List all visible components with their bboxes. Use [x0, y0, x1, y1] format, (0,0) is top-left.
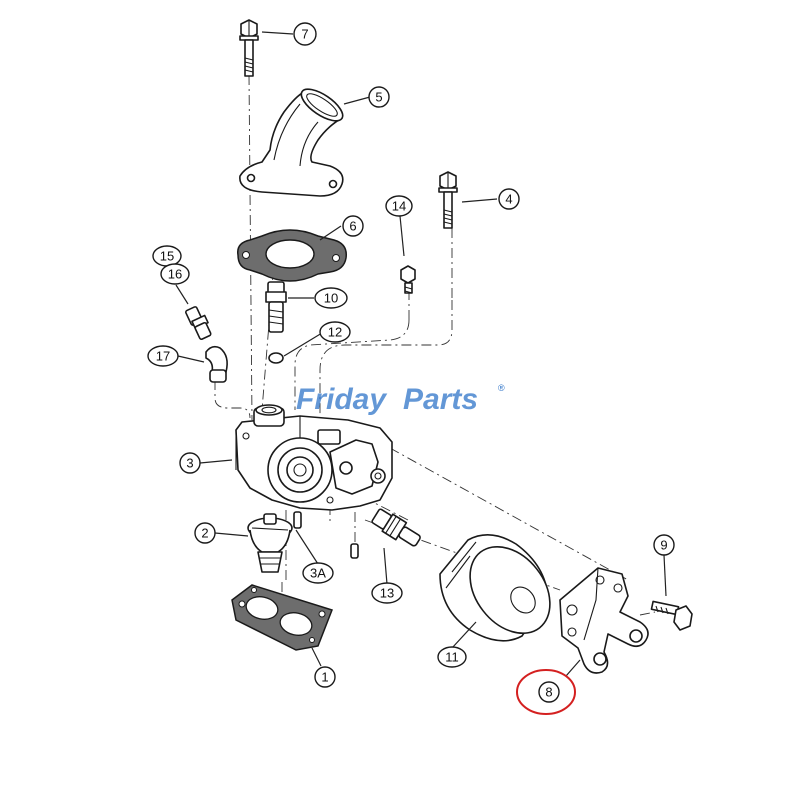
callout-2: 2	[194, 522, 216, 544]
callout-14-label: 14	[392, 199, 406, 214]
callout-10-label: 10	[324, 291, 338, 306]
callout-17: 17	[147, 345, 179, 367]
callout-12-label: 12	[328, 325, 342, 340]
part-16-fitting	[185, 306, 212, 341]
callout-9: 9	[653, 534, 675, 556]
callout-13-label: 13	[380, 586, 394, 601]
part-12-o-ring	[268, 352, 284, 364]
callout-5-label: 5	[375, 90, 382, 105]
callout-3-label: 3	[186, 456, 193, 471]
callout-2-label: 2	[201, 526, 208, 541]
callout-7: 7	[293, 22, 317, 46]
callout-10: 10	[314, 287, 348, 309]
callout-3: 3	[179, 452, 201, 474]
callout-4: 4	[498, 188, 520, 210]
callout-5: 5	[368, 86, 390, 108]
callout-16-label: 16	[168, 267, 182, 282]
part-2-thermostat	[247, 513, 293, 573]
part-10-sensor	[265, 281, 287, 333]
leader-lines	[175, 31, 667, 677]
callout-14: 14	[385, 195, 413, 217]
part-7-bolt	[239, 19, 259, 77]
callout-3a-label: 3A	[310, 566, 326, 581]
part-17-hose-elbow	[205, 345, 228, 383]
part-1-gasket	[231, 584, 333, 651]
callout-3a: 3A	[302, 562, 334, 584]
callout-6-label: 6	[349, 219, 356, 234]
callout-6: 6	[342, 215, 364, 237]
part-6-gasket	[237, 229, 347, 282]
watermark-registered-mark: ®	[498, 383, 505, 393]
callout-8-label: 8	[545, 685, 552, 700]
callout-7-label: 7	[301, 27, 308, 42]
callout-4-label: 4	[505, 192, 512, 207]
callout-1: 1	[314, 666, 336, 688]
part-8-bracket	[559, 567, 649, 674]
watermark-text-parts: Parts	[403, 383, 478, 416]
part-3-housing	[235, 404, 393, 511]
callout-11: 11	[437, 646, 467, 668]
callout-15-label: 15	[160, 249, 174, 264]
callout-13: 13	[371, 582, 403, 604]
callout-17-label: 17	[156, 349, 170, 364]
callout-8: 8	[538, 681, 560, 703]
highlight-ring	[516, 669, 576, 715]
part-11-filter	[439, 534, 551, 642]
callout-16: 16	[160, 263, 190, 285]
callout-11-label: 11	[445, 650, 459, 665]
part-9-bolt	[650, 600, 693, 631]
callout-12: 12	[319, 321, 351, 343]
callout-9-label: 9	[660, 538, 667, 553]
part-3a-pins	[293, 511, 359, 559]
callout-15: 15	[152, 245, 182, 267]
callout-1-label: 1	[321, 670, 328, 685]
part-14-bolt	[400, 265, 416, 294]
part-13-fitting	[371, 508, 421, 547]
part-4-bolt	[438, 171, 458, 229]
part-5-elbow-outlet	[239, 88, 344, 197]
watermark-text-friday: Friday	[296, 383, 387, 416]
watermark-logo: Friday Parts ®	[296, 383, 505, 416]
